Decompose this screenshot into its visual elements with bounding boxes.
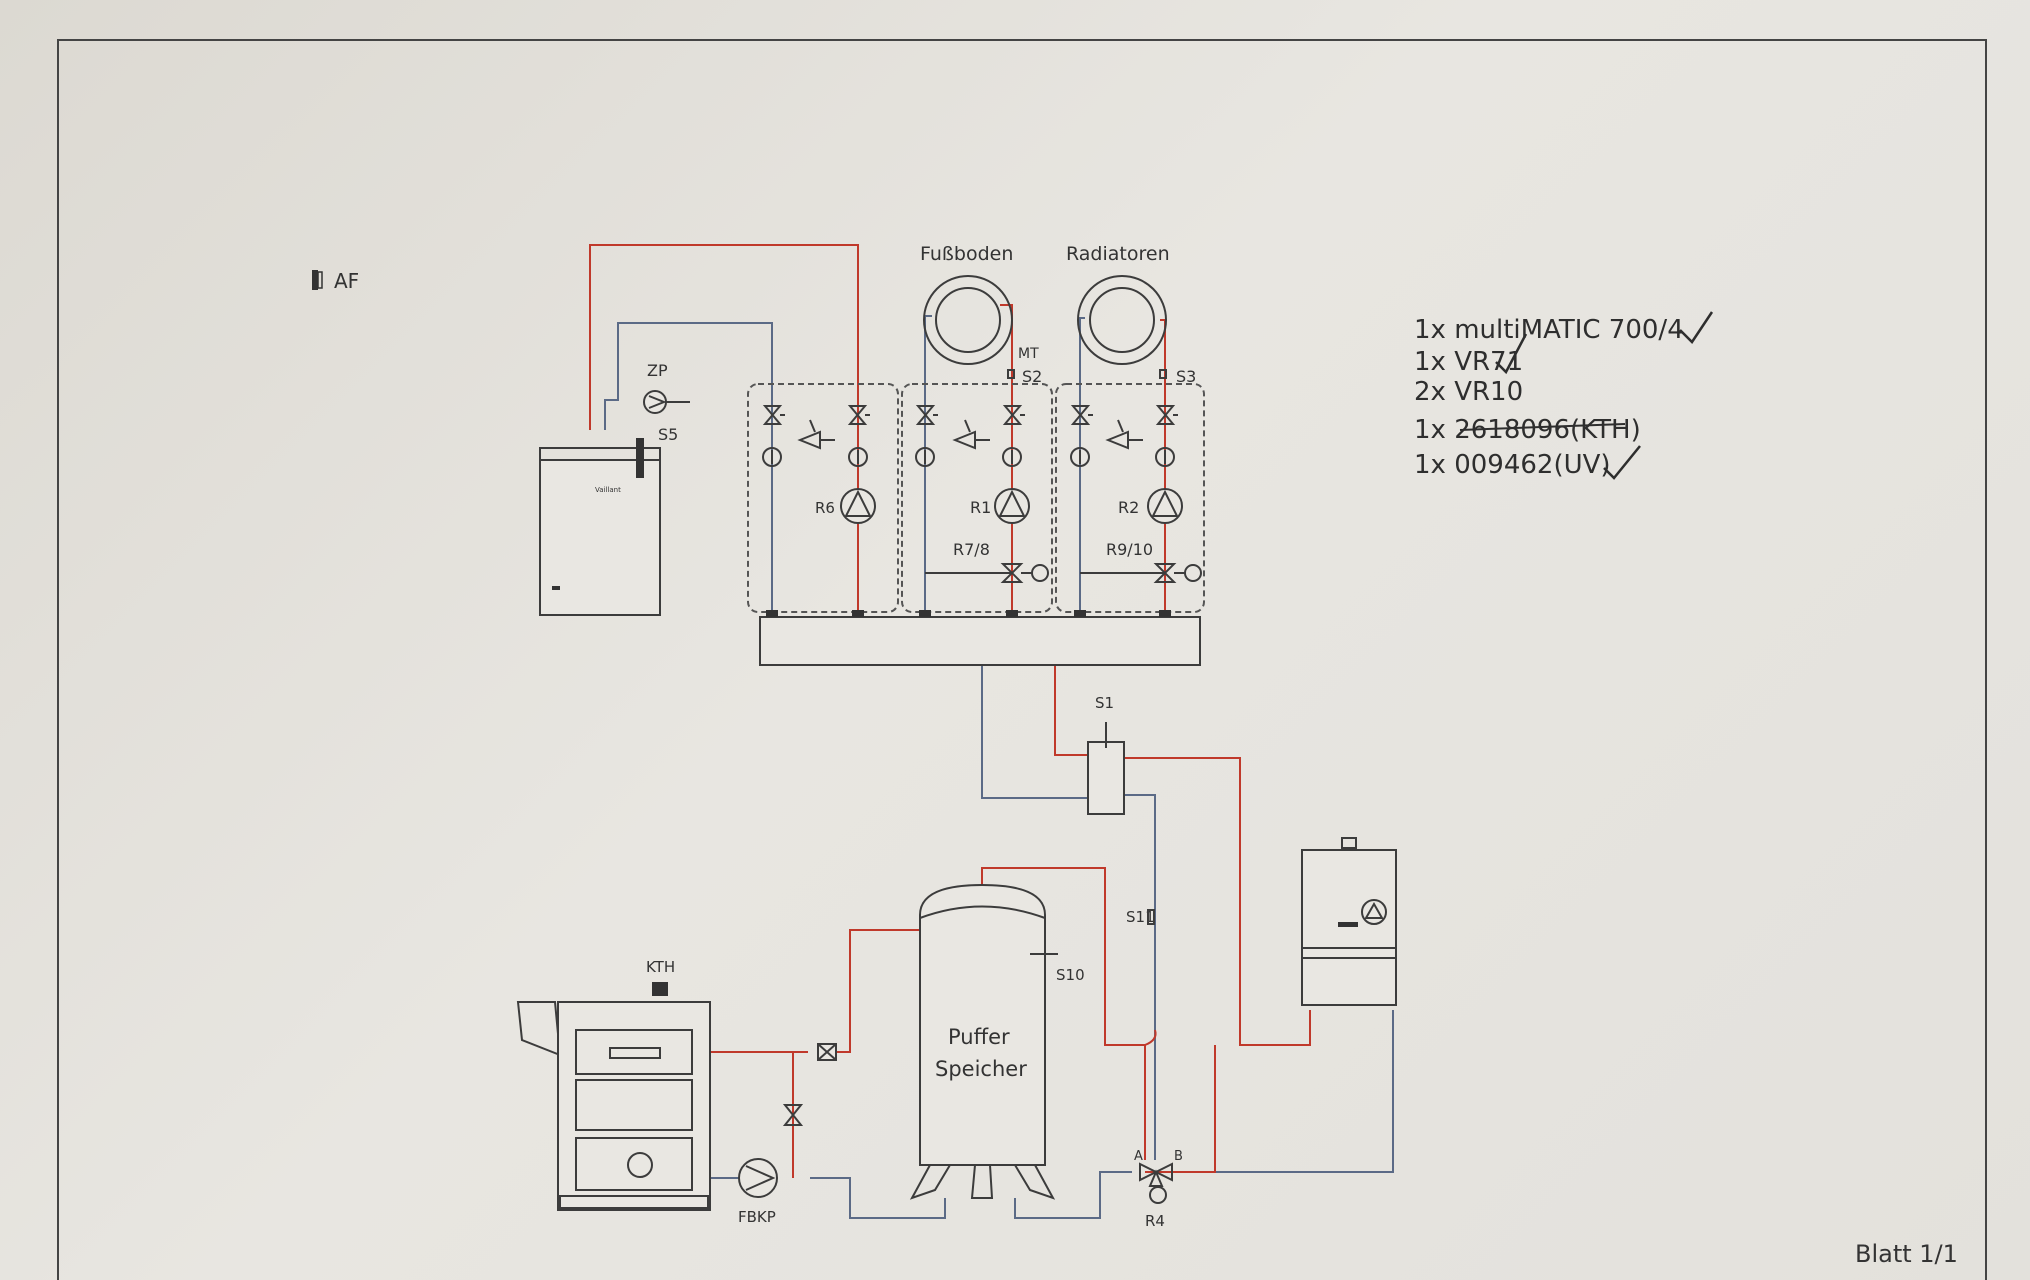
parts-list-item: 1x 009462(UV) <box>1414 450 1611 480</box>
mixing-valve-icons <box>1000 563 1202 583</box>
s3-label: S3 <box>1176 367 1196 386</box>
mixed-circuit2-module <box>1055 383 1205 613</box>
s1-label: S1 <box>1095 694 1114 712</box>
solid-fuel-boiler <box>516 982 711 1211</box>
zp-label: ZP <box>647 361 668 380</box>
af-label: AF <box>334 269 359 293</box>
buffer-tank <box>909 883 1056 1200</box>
heating-pump-icons <box>840 488 1183 524</box>
valve-port-b-label: B <box>1174 1149 1183 1164</box>
svg-text:Vaillant: Vaillant <box>595 486 621 494</box>
checkmark-icon <box>1679 311 1714 344</box>
bypass-valve-icon <box>782 1104 804 1126</box>
manifold-connectors <box>766 610 1171 617</box>
wall-boiler: Vaillant <box>539 438 661 616</box>
thermometer-icons <box>762 447 1175 467</box>
sheet-number: Blatt 1/1 <box>1855 1240 1958 1268</box>
r2-label: R2 <box>1118 498 1139 517</box>
mt-label: MT <box>1018 346 1039 362</box>
fussboden-label: Fußboden <box>920 243 1013 265</box>
r1-label: R1 <box>970 498 991 517</box>
mixed-circuit1-module <box>901 383 1053 613</box>
s2-label: S2 <box>1022 367 1042 386</box>
buffer-top-supply <box>981 867 1146 1160</box>
s5-label: S5 <box>658 425 678 444</box>
kth-label: KTH <box>646 958 675 976</box>
valve-port-a-label: A <box>1134 1149 1143 1164</box>
parts-list-item-struck: 1x 2618096(KTH) <box>1414 415 1641 445</box>
r6-label: R6 <box>815 499 835 517</box>
check-valve-icons <box>797 419 1143 450</box>
direct-circuit-module <box>747 383 899 613</box>
r78-label: R7/8 <box>953 540 990 559</box>
puffer-label: Puffer <box>948 1025 1010 1049</box>
boiler-supply-pipe <box>589 244 859 615</box>
radiatoren-label: Radiatoren <box>1066 243 1170 265</box>
manifold-return <box>981 666 1088 799</box>
parts-list-item: 1x multiMATIC 700/4 <box>1414 315 1684 345</box>
s10-label: S10 <box>1056 966 1085 984</box>
sheet-frame <box>57 39 1987 1280</box>
thermal-valve-icon <box>817 1043 837 1061</box>
fbkp-label: FBKP <box>738 1208 776 1226</box>
circulation-pump-icon <box>643 390 690 414</box>
boiler-return-pipe <box>604 322 773 615</box>
gas-boiler-supply <box>1125 757 1311 1046</box>
buffer-bottom-return <box>1014 1171 1132 1219</box>
outdoor-sensor-icon <box>312 270 323 290</box>
shutoff-valve-icons <box>762 405 1178 425</box>
three-way-valve-icon <box>1139 1162 1173 1204</box>
separator-return <box>1125 794 1156 1160</box>
distribution-manifold <box>759 616 1201 666</box>
parts-list-item: 2x VR10 <box>1414 377 1523 407</box>
radiator-coil-icon <box>1077 275 1167 365</box>
gas-boiler-return <box>1155 1010 1394 1173</box>
floor-heating-coil-icon <box>923 275 1013 365</box>
solid-boiler-pump-icon <box>738 1158 778 1198</box>
gas-wall-boiler <box>1301 837 1397 1006</box>
parts-list: 1x multiMATIC 700/4 1x VR71 2x VR10 1x 2… <box>1414 311 1714 480</box>
checkmark-icon <box>1495 333 1528 375</box>
manifold-supply <box>1054 666 1088 756</box>
hydraulic-separator <box>1087 741 1125 815</box>
buffer-side-supply <box>828 929 920 1053</box>
buffer-solid-return <box>810 1177 946 1219</box>
r4-label: R4 <box>1145 1212 1165 1230</box>
r910-label: R9/10 <box>1106 540 1153 559</box>
speicher-label: Speicher <box>935 1057 1027 1081</box>
strikethrough-line <box>1459 423 1626 431</box>
checkmark-icon <box>1603 445 1641 480</box>
